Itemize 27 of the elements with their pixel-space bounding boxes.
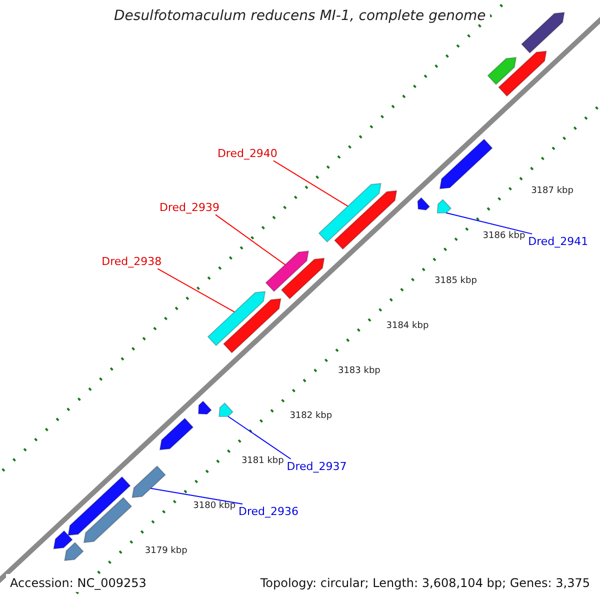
gene-label: Dred_2938 <box>102 254 162 268</box>
tick-label: 3180 kbp <box>193 500 236 511</box>
tick-label: 3186 kbp <box>482 230 526 241</box>
gene-label: Dred_2939 <box>160 200 220 214</box>
tick-label: 3179 kbp <box>144 546 188 556</box>
gene-label: Dred_2941 <box>528 234 588 248</box>
gene-label: Dred_2936 <box>238 505 298 518</box>
tick-label: 3184 kbp <box>386 320 429 331</box>
gene-label: Dred_2937 <box>286 460 347 473</box>
tick-label: 3183 kbp <box>338 366 380 376</box>
tick-label: 3182 kbp <box>290 410 332 421</box>
leader-line <box>446 212 533 234</box>
tick-label: 3185 kbp <box>434 276 477 286</box>
tick-label: 3181 kbp <box>241 456 284 466</box>
leader-line <box>272 160 348 207</box>
leader-line <box>150 488 243 505</box>
gene-feature <box>207 291 266 346</box>
leader-line <box>157 268 235 312</box>
gene-feature <box>218 402 234 417</box>
gene-feature <box>436 198 452 214</box>
leader-line <box>215 214 286 266</box>
gene-feature <box>265 250 310 292</box>
gene-feature <box>132 465 166 498</box>
gene-feature <box>318 182 382 243</box>
tick-label: 3187 kbp <box>531 186 574 196</box>
leader-line <box>228 416 292 460</box>
gene-label: Dred_2940 <box>217 146 278 160</box>
